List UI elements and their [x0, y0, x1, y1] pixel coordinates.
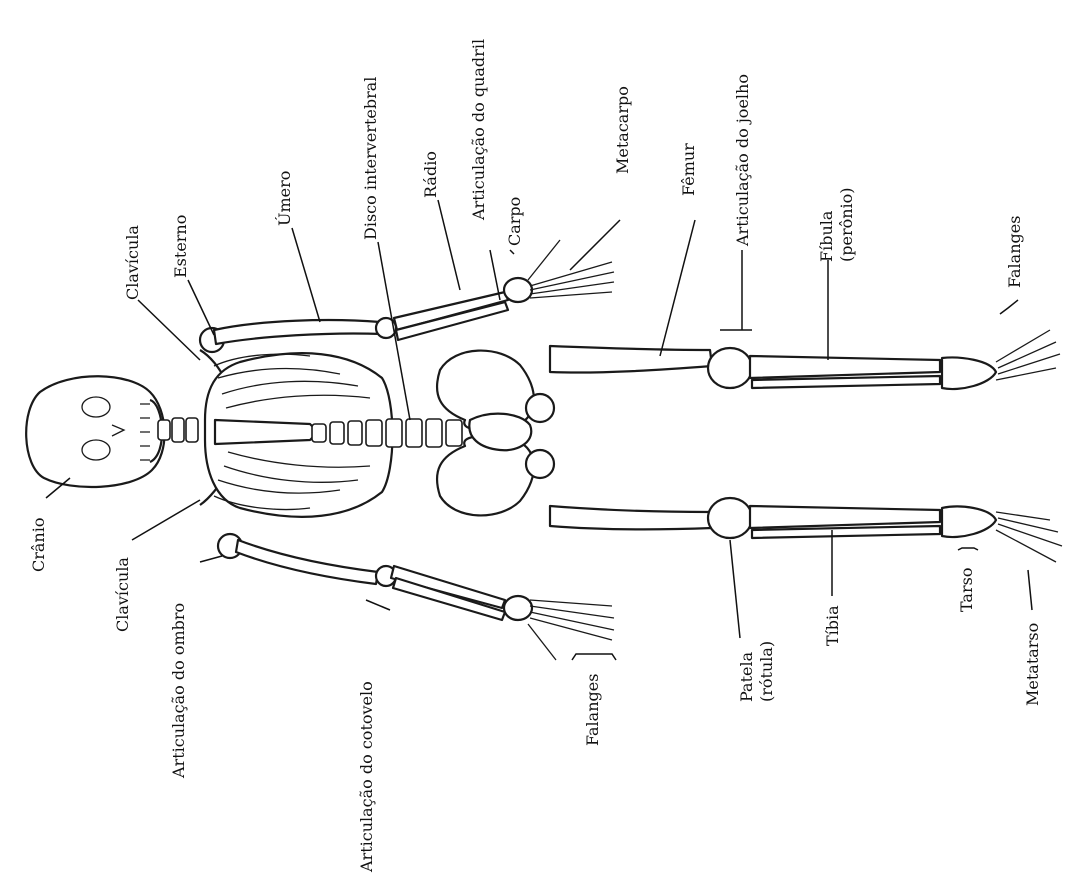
label-clavicula-top: Clavícula: [123, 225, 142, 300]
leader-esterno: [188, 280, 214, 335]
skeleton-drawing: [26, 240, 1062, 660]
label-metacarpo: Metacarpo: [613, 86, 632, 174]
leader-femur: [660, 220, 695, 356]
spine: [312, 419, 462, 447]
label-tarso: Tarso: [957, 568, 976, 612]
leader-clavicula-top: [138, 300, 200, 360]
label-esterno: Esterno: [171, 215, 190, 278]
label-fibula-1: Fíbula: [817, 210, 836, 262]
leader-radio: [438, 200, 460, 290]
label-femur: Fêmur: [679, 143, 698, 196]
label-fibula-2: (perônio): [837, 187, 856, 262]
brace-carpo: [510, 250, 514, 254]
label-tibia: Tíbia: [823, 605, 842, 646]
brace-falanges-foot: [1000, 300, 1018, 314]
label-patela-1: Patela: [737, 651, 756, 702]
leader-metacarpo: [570, 220, 620, 270]
leader-metatarso: [1028, 570, 1032, 610]
leader-umero: [292, 228, 320, 322]
skull: [26, 376, 164, 487]
leader-clavicula-bottom: [132, 500, 200, 540]
leader-cotovelo: [366, 600, 390, 610]
neck-vertebrae: [158, 418, 198, 442]
label-disco: Disco intervertebral: [361, 77, 380, 240]
label-umero: Úmero: [274, 171, 294, 226]
label-carpo: Carpo: [505, 197, 524, 246]
label-patela-2: (rótula): [757, 641, 776, 702]
label-cotovelo: Articulação do cotovelo: [357, 681, 376, 873]
label-clavicula-bottom: Clavícula: [113, 557, 132, 632]
leg-top: [550, 330, 1060, 389]
label-ombro: Articulação do ombro: [169, 603, 188, 779]
sternum: [215, 420, 318, 444]
label-falanges-hand: Falanges: [583, 674, 602, 746]
arm-bottom: [236, 540, 614, 660]
leg-bottom: [550, 498, 1062, 562]
label-metatarso: Metatarso: [1023, 623, 1042, 706]
arm-top: [214, 240, 614, 344]
leader-patela: [730, 540, 740, 638]
brace-tarso: [958, 548, 978, 550]
label-joelho: Articulação do joelho: [733, 74, 752, 247]
label-falanges-foot: Falanges: [1005, 216, 1024, 288]
label-radio: Rádio: [421, 151, 440, 198]
brace-falanges-hand: [572, 654, 616, 660]
label-cranio: Crânio: [29, 518, 48, 572]
leader-ombro: [200, 556, 222, 562]
leader-quadril: [490, 250, 500, 300]
label-quadril: Articulação do quadril: [469, 39, 488, 221]
